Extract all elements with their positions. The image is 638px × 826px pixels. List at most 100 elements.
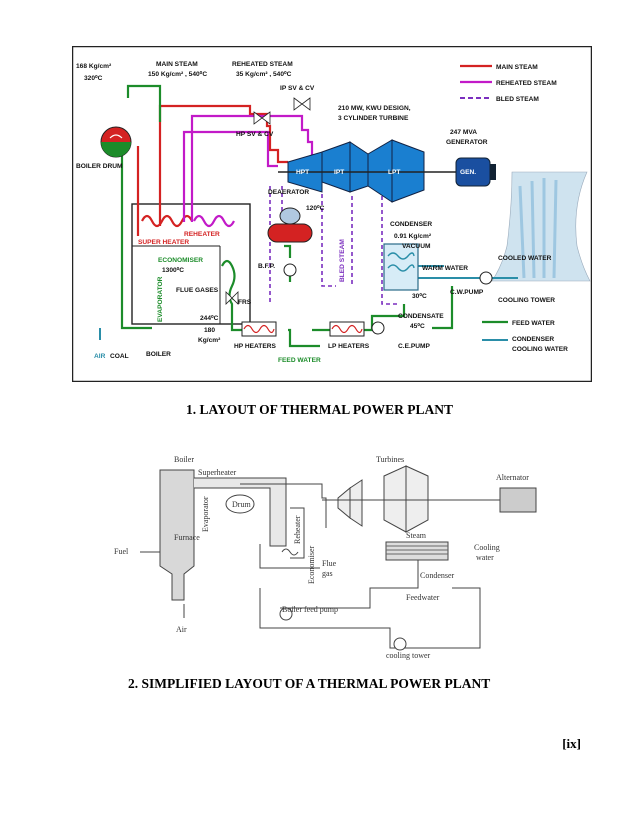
boiler-drum (100, 126, 132, 158)
economiser-label: ECONOMISER (158, 257, 203, 264)
drum-shape (225, 494, 255, 514)
condensate-temp-label: 45⁰C (410, 322, 425, 330)
air-label: AIR (94, 353, 106, 360)
evaporator-label-2: Evaporator (201, 496, 210, 532)
legend-feed-water-label: FEED WATER (512, 320, 555, 327)
boiler-drum-pressure-label: 168 Kg/cm² (76, 63, 112, 70)
drum-label: Drum (232, 500, 251, 509)
alternator-label: Alternator (496, 473, 529, 482)
evaporator-label: EVAPORATOR (157, 276, 164, 322)
turbines-label: Turbines (376, 455, 404, 464)
main-steam-label: MAIN STEAM (156, 61, 198, 68)
condenser-label-2: Condenser (420, 571, 455, 580)
ipt-label: IPT (334, 169, 344, 176)
lp-heaters-label: LP HEATERS (328, 343, 370, 350)
furnace-temp-label: 1300⁰C (162, 266, 184, 274)
cw-pump (479, 271, 493, 285)
deaerator (267, 207, 313, 243)
reheater-label: REHEATER (184, 231, 220, 238)
condenser-unit (383, 243, 419, 291)
warm-water-label: WARM WATER (422, 265, 468, 272)
legend-main-steam-label: MAIN STEAM (496, 64, 538, 71)
diagram1-caption: 1. LAYOUT OF THERMAL POWER PLANT (186, 402, 454, 417)
reheater-label-2: Reheater (293, 515, 302, 544)
cw-pump-label: C.W.PUMP (450, 289, 484, 296)
fw-pressure-label-1: 180 (204, 327, 215, 334)
boiler-label-2: Boiler (174, 455, 194, 464)
main-steam-value: 150 Kg/cm² , 540⁰C (148, 70, 207, 78)
alternator-shape (499, 487, 537, 513)
turbine-shapes (337, 479, 363, 527)
frs-label: FRS (238, 299, 252, 306)
page-number: [ix] (562, 736, 581, 751)
main-steam-lines (136, 104, 288, 236)
lp-turbine (367, 139, 425, 203)
bfp-pump (283, 263, 297, 277)
flue-gas-label-1: Flue (322, 559, 337, 568)
hp-sv-cv-valve (253, 111, 271, 125)
ip-sv-cv-valve (293, 97, 311, 111)
thermal-power-plant-layout-diagram: 168 Kg/cm² 320⁰C BOILER DRUM MAIN STEAM … (72, 46, 592, 382)
boiler-label: BOILER (146, 351, 171, 358)
turbine-design-label-1: 210 MW, KWU DESIGN, (338, 105, 411, 112)
bfp-label: B.F.P. (258, 263, 275, 270)
reheated-steam-label: REHEATED STEAM (232, 61, 293, 68)
boiler-feed-pump-label: Boiler feed pump (282, 605, 338, 614)
deaerator-label: DEAERATOR (268, 189, 309, 196)
lpt-label: LPT (388, 169, 400, 176)
super-heater-label: SUPER HEATER (138, 239, 189, 246)
condensate-label: CONDENSATE (398, 313, 444, 320)
feedwater-label: Feedwater (406, 593, 440, 602)
cooling-water-label-2: water (476, 553, 494, 562)
legend-bled-steam-label: BLED STEAM (496, 96, 539, 103)
generator-label: GENERATOR (446, 139, 488, 146)
ip-turbine (321, 141, 369, 193)
condenser-label: CONDENSER (390, 221, 432, 228)
fw-pressure-label-2: Kg/cm² (198, 337, 221, 344)
cooling-tower-label: COOLING TOWER (498, 297, 555, 304)
turbine-design-label-2: 3 CYLINDER TURBINE (338, 115, 409, 122)
boiler-drum-temp-label: 320⁰C (84, 74, 103, 82)
cooling-tower-graphic (491, 171, 591, 282)
generator-mva-label: 247 MVA (450, 129, 477, 136)
coal-label: COAL (110, 353, 129, 360)
feed-water-label: FEED WATER (278, 357, 321, 364)
fuel-label: Fuel (114, 547, 129, 556)
fw-temp-label: 244⁰C (200, 314, 219, 322)
frs-valve (225, 291, 239, 305)
cooling-pump-shape (393, 637, 407, 651)
bled-steam-vertical-label: BLED STEAM (339, 239, 346, 282)
cw-temp-label: 30⁰C (412, 292, 427, 300)
hp-heaters-unit (241, 321, 277, 337)
furnace-label: Furnace (174, 533, 200, 542)
legend-cooling-water-label: COOLING WATER (512, 346, 568, 353)
deaerator-temp-label: 120⁰C (306, 204, 325, 212)
air-label-2: Air (176, 625, 187, 634)
ce-pump-label: C.E.PUMP (398, 343, 430, 350)
boiler-drum-label: BOILER DRUM (76, 163, 123, 170)
hp-heaters-label: HP HEATERS (234, 343, 276, 350)
economiser-label-2: Economiser (307, 545, 316, 584)
legend-reheated-steam-label: REHEATED STEAM (496, 80, 557, 87)
generator (455, 157, 496, 187)
flue-gas-label-2: gas (322, 569, 333, 578)
feed-pump-shape (279, 607, 293, 621)
cooling-tower-label-2: cooling tower (386, 651, 431, 660)
ce-pump (371, 321, 385, 335)
flue-gases-label: FLUE GASES (176, 287, 219, 294)
diagram2-caption: 2. SIMPLIFIED LAYOUT OF A THERMAL POWER … (128, 676, 491, 691)
legend-condenser-label: CONDENSER (512, 336, 554, 343)
reheated-steam-value: 35 Kg/cm² , 540⁰C (236, 70, 292, 78)
condenser-vacuum-label-2: VACUUM (402, 243, 431, 250)
steam-label: Steam (406, 531, 427, 540)
superheater-label: Superheater (198, 468, 237, 477)
hp-sv-cv-label: HP SV & CV (236, 131, 274, 138)
lp-heaters-unit (329, 321, 365, 337)
condenser-vacuum-label-1: 0.91 Kg/cm² (394, 233, 432, 240)
cooled-water-label: COOLED WATER (498, 255, 552, 262)
ip-sv-cv-label: IP SV & CV (280, 85, 315, 92)
hpt-label: HPT (296, 169, 309, 176)
cooling-water-label-1: Cooling (474, 543, 500, 552)
gen-label: GEN. (460, 169, 476, 176)
boiler-furnace-shape (159, 469, 195, 601)
